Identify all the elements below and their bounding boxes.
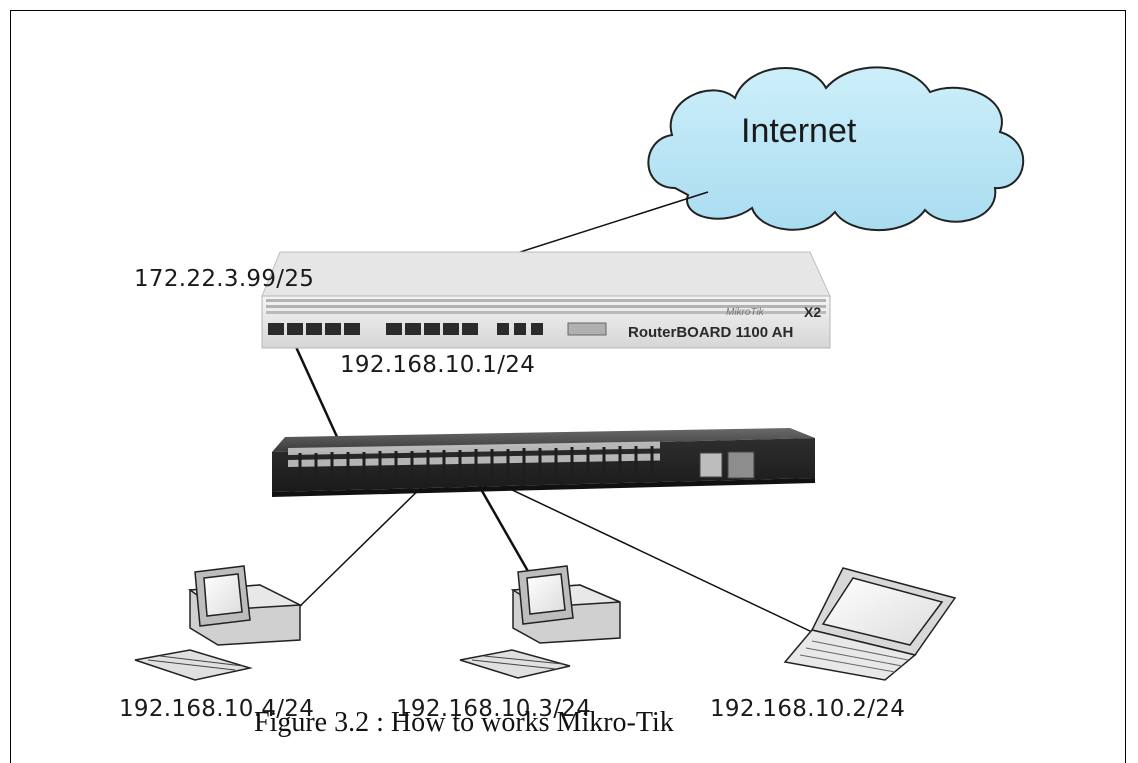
router-wan-ip-label: 172.22.3.99/25 — [134, 266, 315, 292]
router-ports — [268, 323, 543, 335]
host-ip-label: 192.168.10.4/24 — [119, 696, 315, 722]
internet-cloud — [647, 66, 1025, 231]
desktop-computer-icon — [459, 565, 621, 679]
router-brand-label: MikroTik — [726, 307, 764, 318]
host-ip-label: 192.168.10.2/24 — [710, 696, 906, 722]
cloud-label: Internet — [741, 112, 857, 150]
desktop-computer-icon — [134, 565, 303, 681]
link-router-switch — [289, 335, 345, 451]
link-switch-host4 — [295, 471, 438, 611]
laptop-computer-icon — [783, 567, 957, 681]
router-model-label: RouterBOARD 1100 AH — [628, 324, 794, 341]
router-model-badge: X2 — [804, 304, 822, 320]
figure-caption: Figure 3.2 : How to works Mikro-Tik — [254, 707, 674, 738]
mikrotik-router — [261, 251, 831, 349]
host-ip-label: 192.168.10.3/24 — [396, 696, 592, 722]
link-switch-host2 — [469, 469, 813, 633]
network-switch — [272, 428, 815, 497]
router-lan-ip-label: 192.168.10.1/24 — [340, 352, 536, 378]
